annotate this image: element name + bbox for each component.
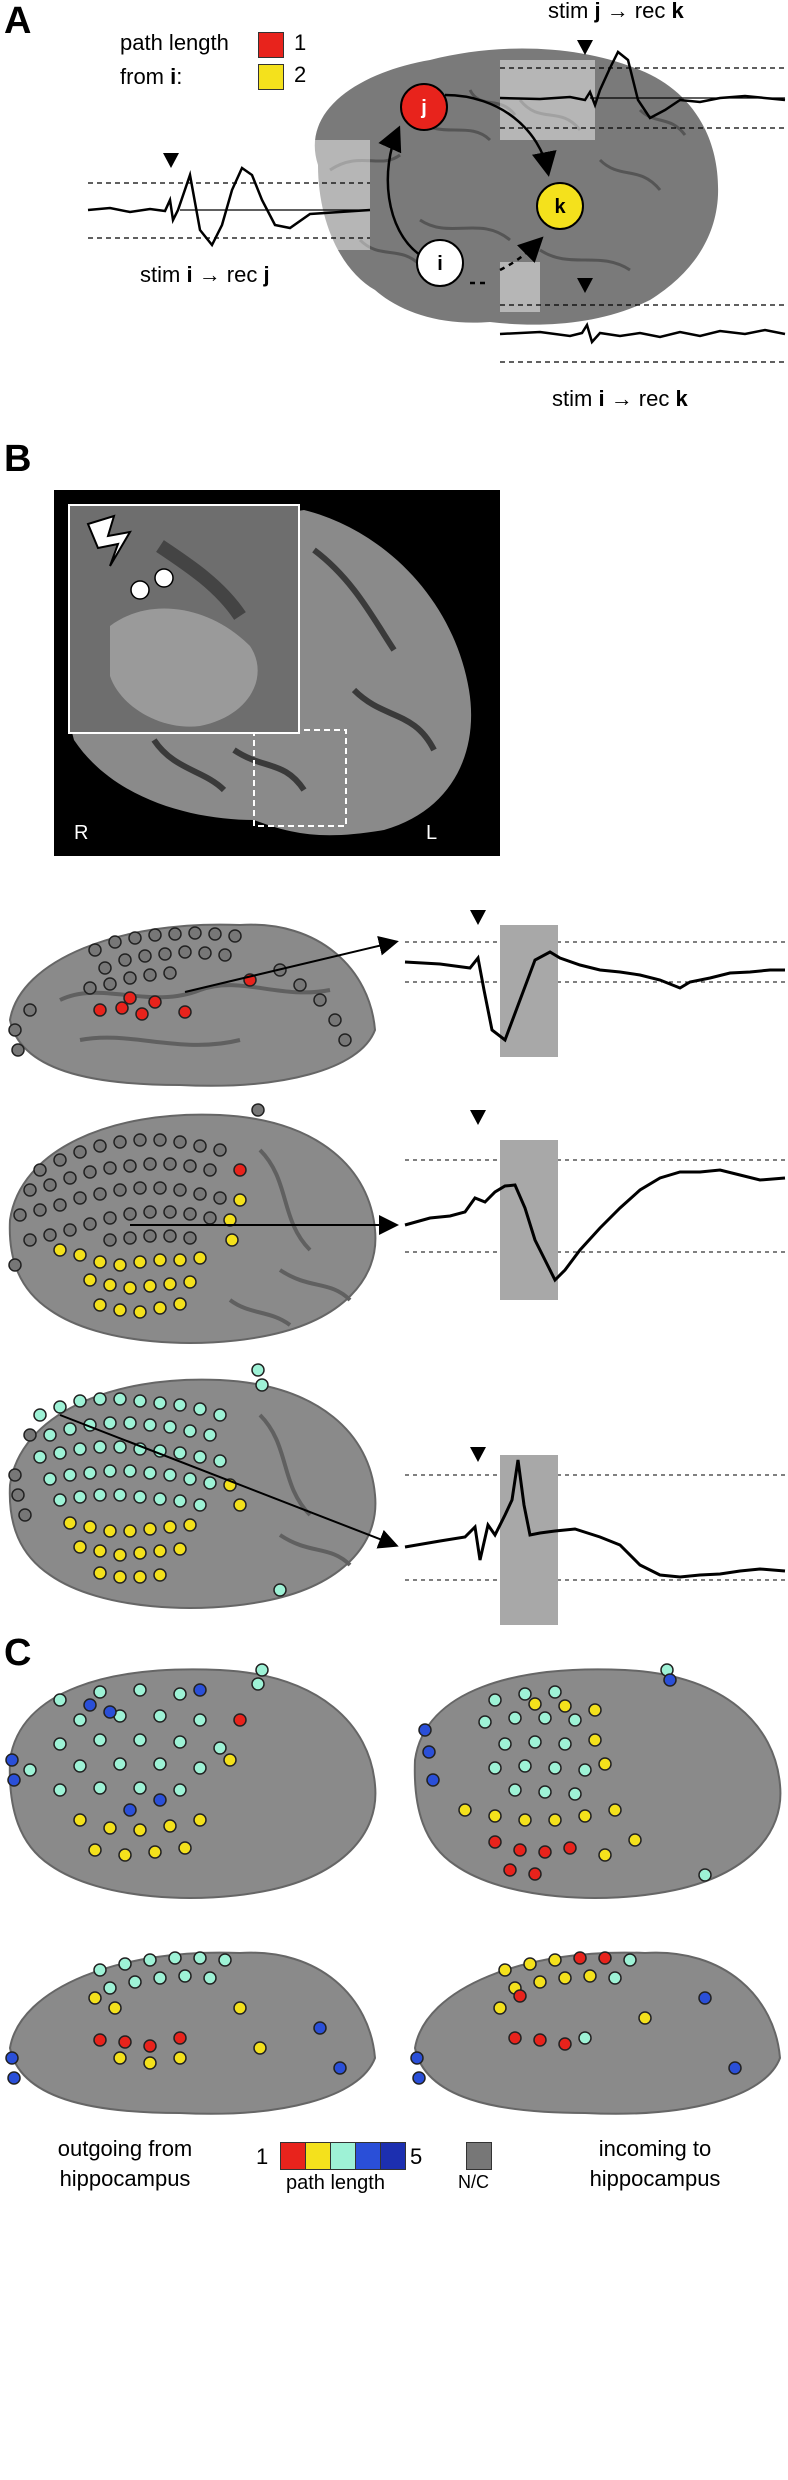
scale-max-label: 5	[410, 2144, 423, 2169]
brain-row-1	[8, 910, 785, 1087]
path-length-color-scale	[280, 2142, 406, 2170]
scale-swatch-5	[381, 2142, 406, 2170]
trace-j-to-k	[499, 40, 786, 129]
trace-i-to-j	[87, 153, 371, 248]
mri-label-right: R	[74, 822, 89, 844]
path-length-legend-from: from i:	[120, 64, 183, 89]
panel-b-letter: B	[4, 438, 32, 480]
legend-label-2: 2	[294, 62, 307, 87]
scale-swatch-2	[306, 2142, 331, 2170]
node-j-label: j	[420, 97, 427, 119]
legend-label-1: 1	[294, 30, 307, 55]
node-i-label: i	[437, 253, 443, 275]
path-length-legend-title: path length	[120, 30, 229, 55]
brain-row-2	[8, 1103, 786, 1344]
panel-c-brains	[5, 1663, 782, 2115]
legend-swatch-red	[258, 32, 284, 58]
node-i	[416, 239, 464, 287]
stim-marker-icon	[163, 153, 179, 168]
arrow-j-to-k	[444, 93, 557, 177]
brain-outgoing-lateral	[5, 1663, 377, 1899]
trace-i-to-k	[499, 278, 786, 363]
panel-c-letter: C	[4, 1632, 32, 1674]
trace-label-i-to-j: stim i → rec j	[140, 262, 270, 287]
scale-swatch-4	[356, 2142, 381, 2170]
scale-title: path length	[286, 2172, 385, 2194]
scale-swatch-3	[331, 2142, 356, 2170]
node-j	[400, 83, 448, 131]
trace-label-j-to-k: stim j → rec k	[548, 0, 684, 23]
mri-label-left: L	[426, 822, 438, 844]
nc-label: N/C	[458, 2172, 489, 2192]
legend-swatch-yellow	[258, 64, 284, 90]
mri-inset	[68, 504, 300, 734]
trace-label-i-to-k: stim i → rec k	[552, 386, 688, 411]
mri-coronal-slice: R L	[54, 490, 500, 856]
nc-swatch	[466, 2142, 492, 2170]
electrode-contact-icon	[154, 568, 174, 588]
stim-marker-icon	[470, 1447, 486, 1462]
lightning-stim-icon	[86, 514, 132, 567]
panel-a-diagram: j k i	[87, 40, 786, 363]
stim-marker-icon	[577, 40, 593, 55]
scale-swatch-1	[280, 2142, 306, 2170]
stim-marker-icon	[470, 1110, 486, 1125]
electrode-contact-icon	[130, 580, 150, 600]
brain-incoming-ventral	[410, 1951, 782, 2115]
brain-incoming-lateral	[413, 1663, 782, 1899]
brain-row-3	[8, 1363, 786, 1625]
stim-marker-icon	[470, 910, 486, 925]
node-k-label: k	[554, 196, 566, 218]
caption-outgoing: outgoing from hippocampus	[57, 2136, 193, 2191]
scale-min-label: 1	[256, 2144, 269, 2169]
brain-outgoing-ventral	[5, 1951, 377, 2115]
arrow-i-to-j	[378, 125, 421, 257]
node-k	[536, 182, 584, 230]
stim-marker-icon	[577, 278, 593, 293]
panel-b-brains	[8, 910, 786, 1625]
zoom-region-box	[253, 729, 347, 827]
panel-a-letter: A	[4, 0, 32, 42]
caption-incoming: incoming to hippocampus	[589, 2136, 721, 2191]
